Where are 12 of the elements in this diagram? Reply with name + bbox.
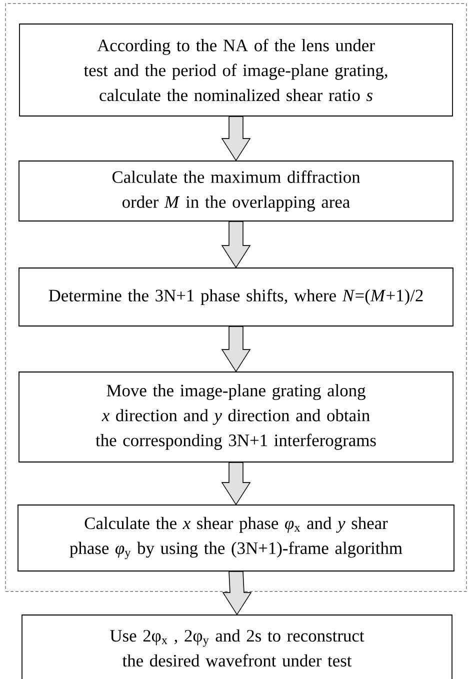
process-box: Use 2φ$_{x}$ , 2φ$_{y}$ and 2s to reconstruct the desired wavefront under test xyxy=(22,614,452,679)
process-box: Calculate the maximum diffraction order M in the overlapping area xyxy=(18,160,454,222)
block-arrow xyxy=(221,221,251,268)
process-box: Calculate the x shear phase φ$_{x}$ and y shear phase φ$_{y}$ by using the (3N+1)-frame algorithm xyxy=(18,504,454,572)
process-box: Move the image-plane grating along x direction and y direction and obtain the corresponding 3N+1 interferograms xyxy=(18,372,454,462)
process-box: According to the NA of the lens under test and the period of image-plane grating, calculate the nominalized shear ratio s xyxy=(19,24,453,116)
block-arrow xyxy=(222,571,252,616)
process-box: Determine the 3N+1 phase shifts, where N=(M+1)/2 xyxy=(18,268,454,326)
block-arrow xyxy=(221,326,251,372)
block-arrow xyxy=(221,116,251,162)
dashed-frame xyxy=(5,3,467,592)
block-arrow xyxy=(221,462,251,506)
